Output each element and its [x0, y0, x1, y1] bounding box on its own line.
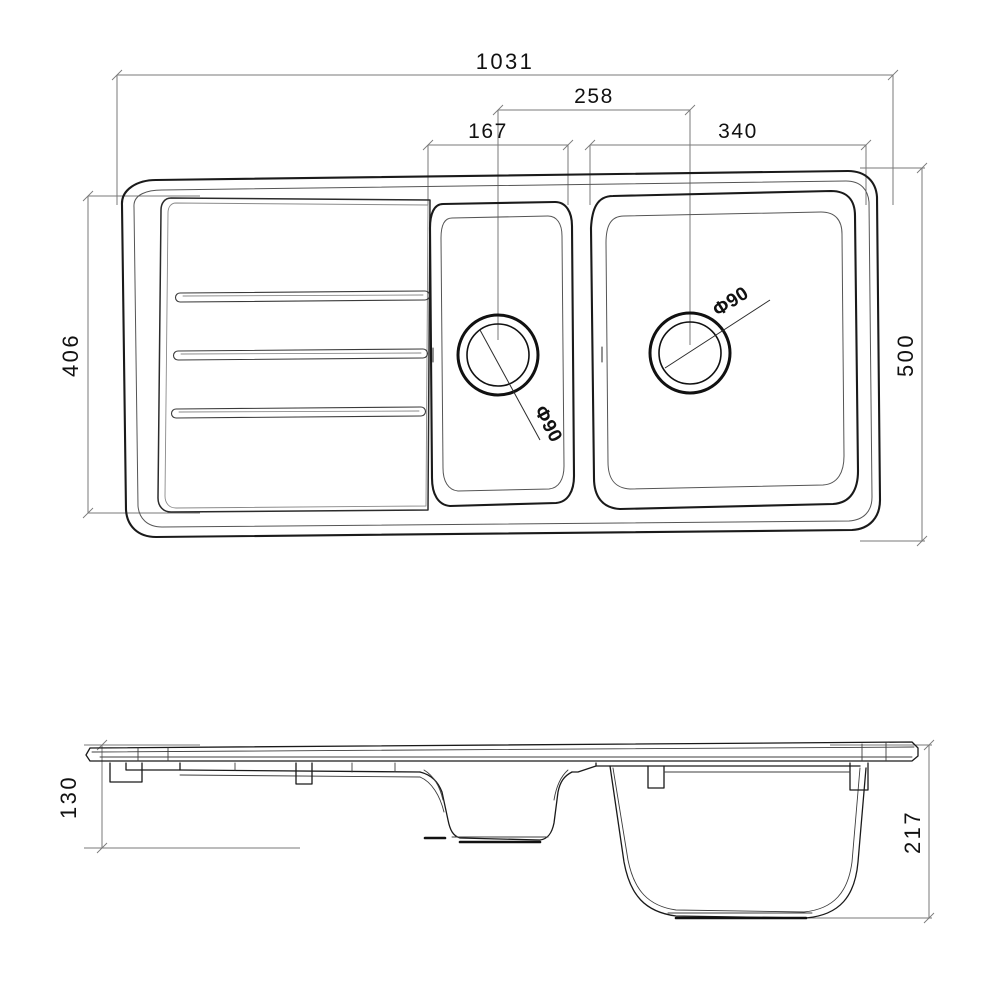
dimension-rim-height: 130: [56, 739, 300, 854]
drainboard-groove-1: [174, 290, 431, 303]
drainboard: [157, 197, 431, 513]
cross-section-view: 130 217: [56, 739, 935, 924]
dimension-overall-depth: 500: [860, 162, 928, 547]
drainboard-groove-3: [170, 406, 427, 419]
dimension-label-overall-width: 1031: [476, 49, 535, 74]
dimension-bowl-depth: 217: [760, 739, 935, 924]
section-rim-slab: [85, 741, 919, 762]
sink-outer-body: [120, 169, 882, 539]
section-large-bowl: [571, 762, 869, 920]
dimension-label-small-bowl-width: 167: [468, 120, 508, 143]
dimension-label-between-bowls: 258: [574, 85, 614, 108]
dimension-label-inner-depth: 406: [58, 333, 83, 377]
section-left-underside: [419, 776, 447, 840]
section-small-bowl: [419, 769, 573, 844]
dimension-between-bowls: 258: [492, 85, 696, 345]
top-view: 1031 258 167 340: [58, 49, 928, 547]
dimension-small-bowl-width: 167: [422, 120, 574, 205]
dimension-overall-width: 1031: [111, 49, 899, 205]
section-drainboard: [109, 762, 421, 785]
dimension-inner-depth: 406: [58, 190, 200, 519]
dimension-label-overall-depth: 500: [893, 333, 918, 377]
dimension-label-large-bowl-width: 340: [718, 120, 758, 143]
dimension-label-rim-height: 130: [56, 775, 81, 819]
small-bowl: [428, 200, 576, 508]
dimension-label-bowl-depth: 217: [900, 810, 925, 854]
large-bowl: [589, 189, 860, 511]
drainboard-groove-2: [172, 348, 429, 361]
